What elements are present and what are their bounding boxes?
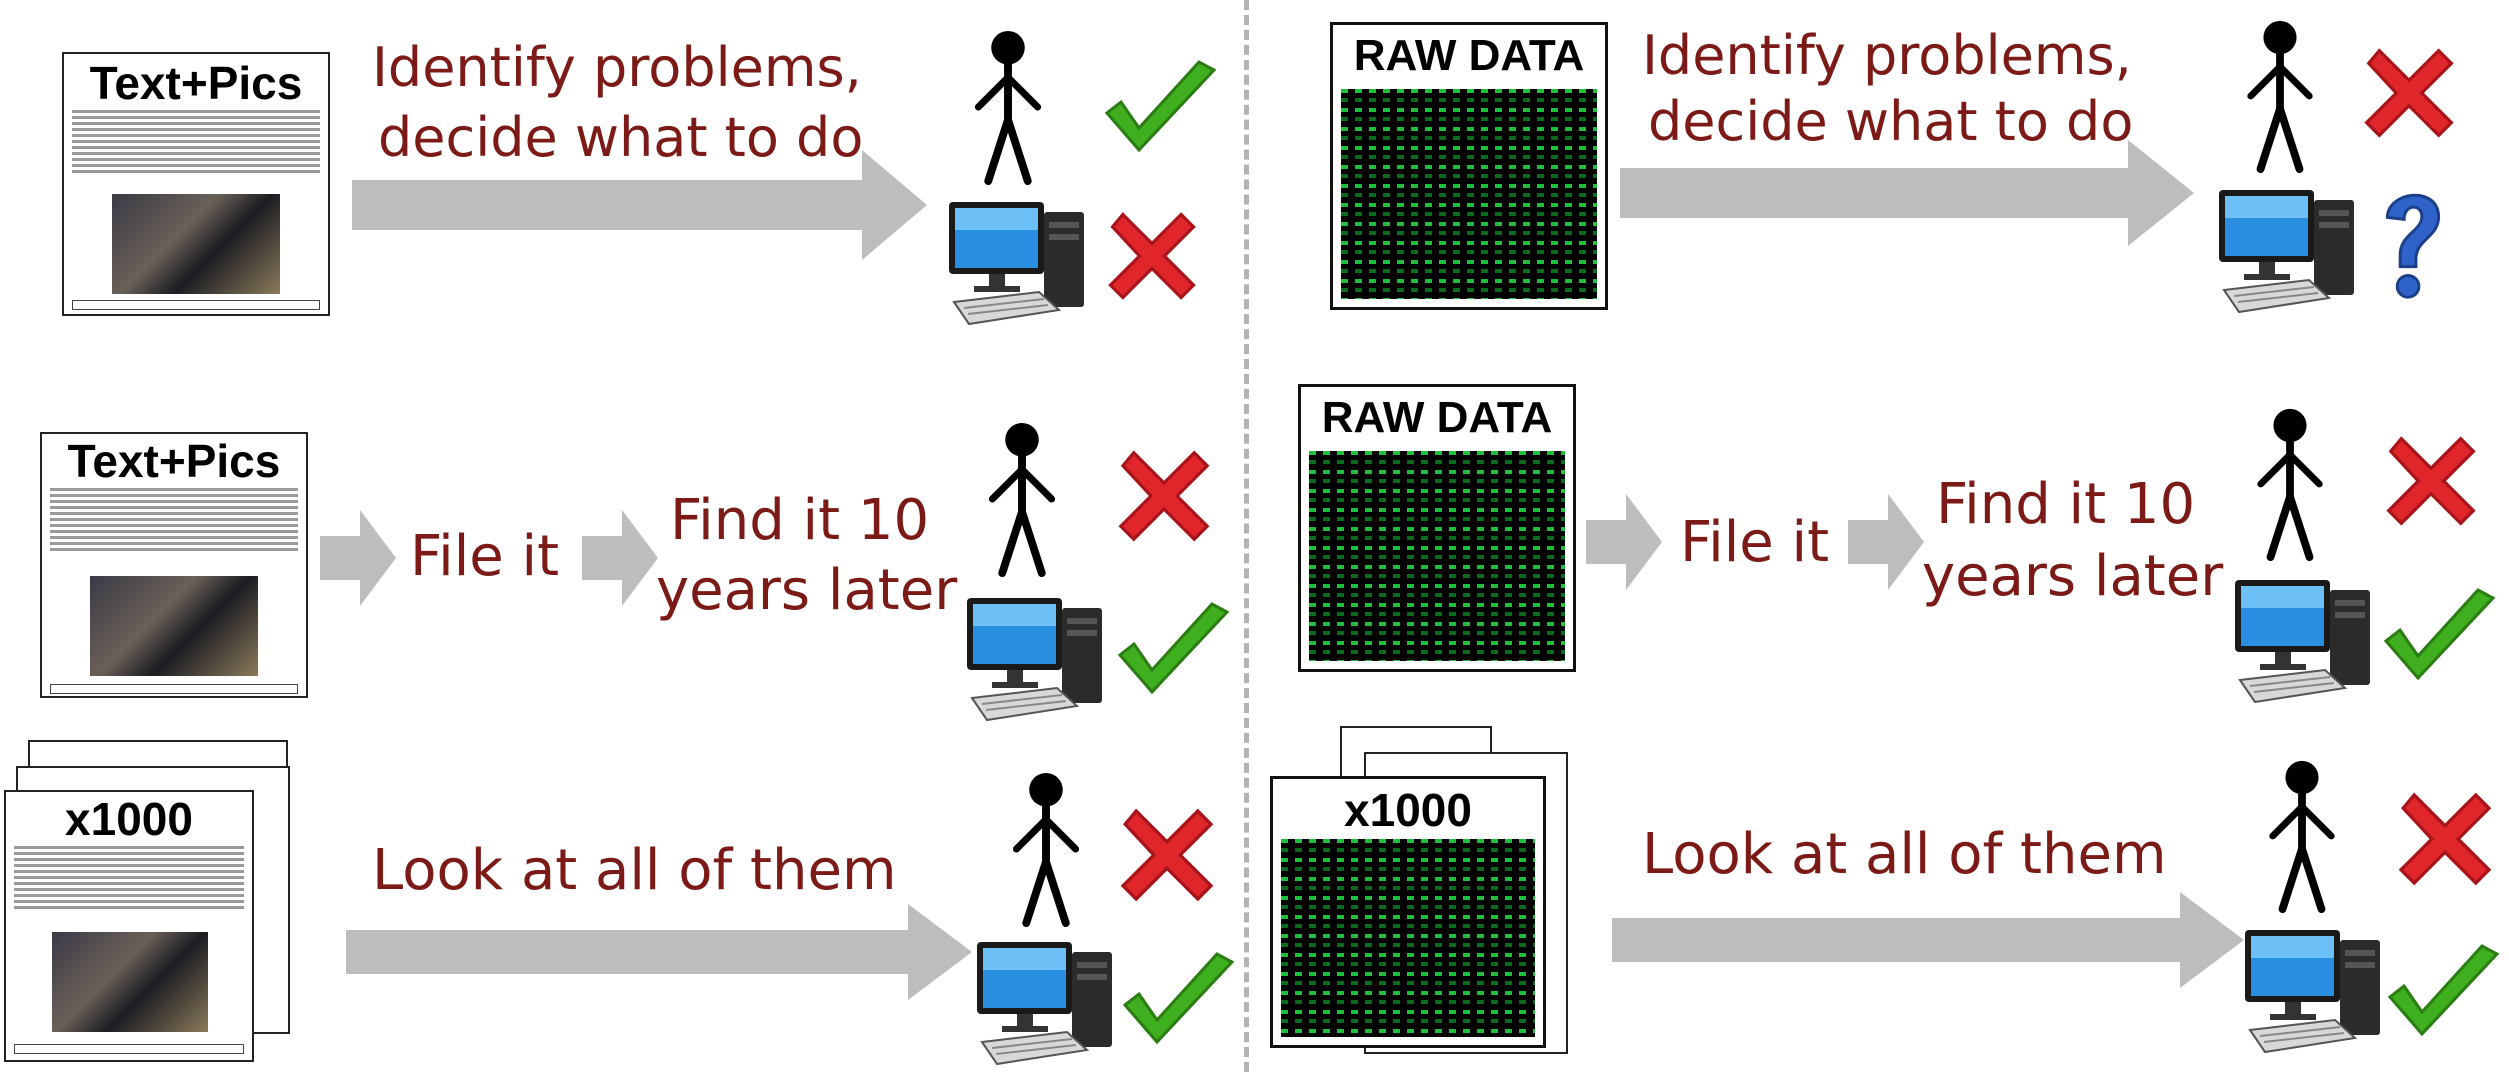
row1-right-label-line1: Identify problems, bbox=[1642, 24, 2132, 87]
check-mark-icon bbox=[1108, 600, 1236, 700]
text-pics-document: Text+Pics bbox=[62, 52, 330, 316]
check-mark-icon bbox=[2374, 586, 2502, 686]
document-photo bbox=[90, 576, 258, 676]
cross-mark-icon bbox=[1110, 442, 1218, 550]
stick-figure-icon bbox=[1006, 770, 1086, 928]
stick-figure-icon bbox=[2250, 406, 2330, 562]
arrow bbox=[1612, 892, 2244, 988]
document-title: x1000 bbox=[65, 793, 193, 845]
row3-left-label: Look at all of them bbox=[372, 838, 897, 903]
check-mark-icon bbox=[1112, 950, 1242, 1050]
matrix-data-image bbox=[1309, 451, 1565, 661]
cross-mark-icon bbox=[1112, 800, 1222, 910]
arrow bbox=[1586, 494, 1662, 590]
cross-mark-icon bbox=[2378, 428, 2484, 534]
row2-right-find-line1: Find it 10 bbox=[1936, 472, 2196, 537]
desktop-computer-icon bbox=[944, 192, 1094, 332]
row3-right-label: Look at all of them bbox=[1642, 822, 2167, 887]
document-photo bbox=[112, 194, 280, 294]
desktop-computer-icon bbox=[2240, 920, 2390, 1060]
document-title: Text+Pics bbox=[89, 57, 303, 109]
check-mark-icon bbox=[2380, 942, 2504, 1042]
row1-left-label-line1: Identify problems, bbox=[372, 36, 862, 99]
raw-data-panel: RAW DATA bbox=[1330, 22, 1608, 310]
stick-figure-icon bbox=[982, 420, 1062, 578]
vertical-divider bbox=[1244, 0, 1249, 1072]
document-title: Text+Pics bbox=[67, 435, 281, 487]
arrow bbox=[352, 150, 927, 260]
desktop-computer-icon bbox=[2214, 180, 2364, 320]
document-table bbox=[50, 684, 298, 694]
cross-mark-icon bbox=[2356, 40, 2462, 146]
row2-left-file-it: File it bbox=[410, 524, 560, 589]
raw-data-panel: x1000 bbox=[1270, 776, 1546, 1048]
thousand-documents: x1000 bbox=[4, 790, 254, 1062]
arrow bbox=[1848, 494, 1924, 590]
matrix-data-image bbox=[1281, 839, 1535, 1037]
arrow bbox=[582, 510, 658, 606]
desktop-computer-icon bbox=[972, 932, 1122, 1072]
check-mark-icon bbox=[1094, 58, 1224, 158]
raw-data-title: x1000 bbox=[1344, 784, 1472, 836]
cross-mark-icon bbox=[2390, 784, 2500, 894]
stick-figure-icon bbox=[2262, 758, 2342, 914]
desktop-computer-icon bbox=[962, 588, 1112, 728]
document-photo bbox=[52, 932, 208, 1032]
row2-left-find-line2: years later bbox=[656, 558, 958, 623]
question-mark-icon bbox=[2372, 180, 2452, 308]
stick-figure-icon bbox=[2240, 18, 2320, 174]
document-table bbox=[72, 300, 320, 310]
row2-right-find-line2: years later bbox=[1922, 544, 2224, 609]
raw-data-panel: RAW DATA bbox=[1298, 384, 1576, 672]
row2-left-find-line1: Find it 10 bbox=[670, 488, 930, 553]
row1-right-label-line2: decide what to do bbox=[1648, 90, 2134, 153]
desktop-computer-icon bbox=[2230, 570, 2380, 710]
text-pics-document: Text+Pics bbox=[40, 432, 308, 698]
row1-left-label-line2: decide what to do bbox=[378, 106, 864, 169]
cross-mark-icon bbox=[1100, 204, 1204, 308]
row2-right-file-it: File it bbox=[1680, 510, 1830, 575]
arrow bbox=[320, 510, 396, 606]
raw-data-title: RAW DATA bbox=[1321, 393, 1553, 442]
arrow bbox=[1620, 140, 2194, 246]
stick-figure-icon bbox=[968, 28, 1048, 186]
document-table bbox=[14, 1044, 244, 1054]
matrix-data-image bbox=[1341, 89, 1597, 299]
arrow bbox=[346, 904, 972, 1000]
raw-data-title: RAW DATA bbox=[1353, 31, 1585, 80]
